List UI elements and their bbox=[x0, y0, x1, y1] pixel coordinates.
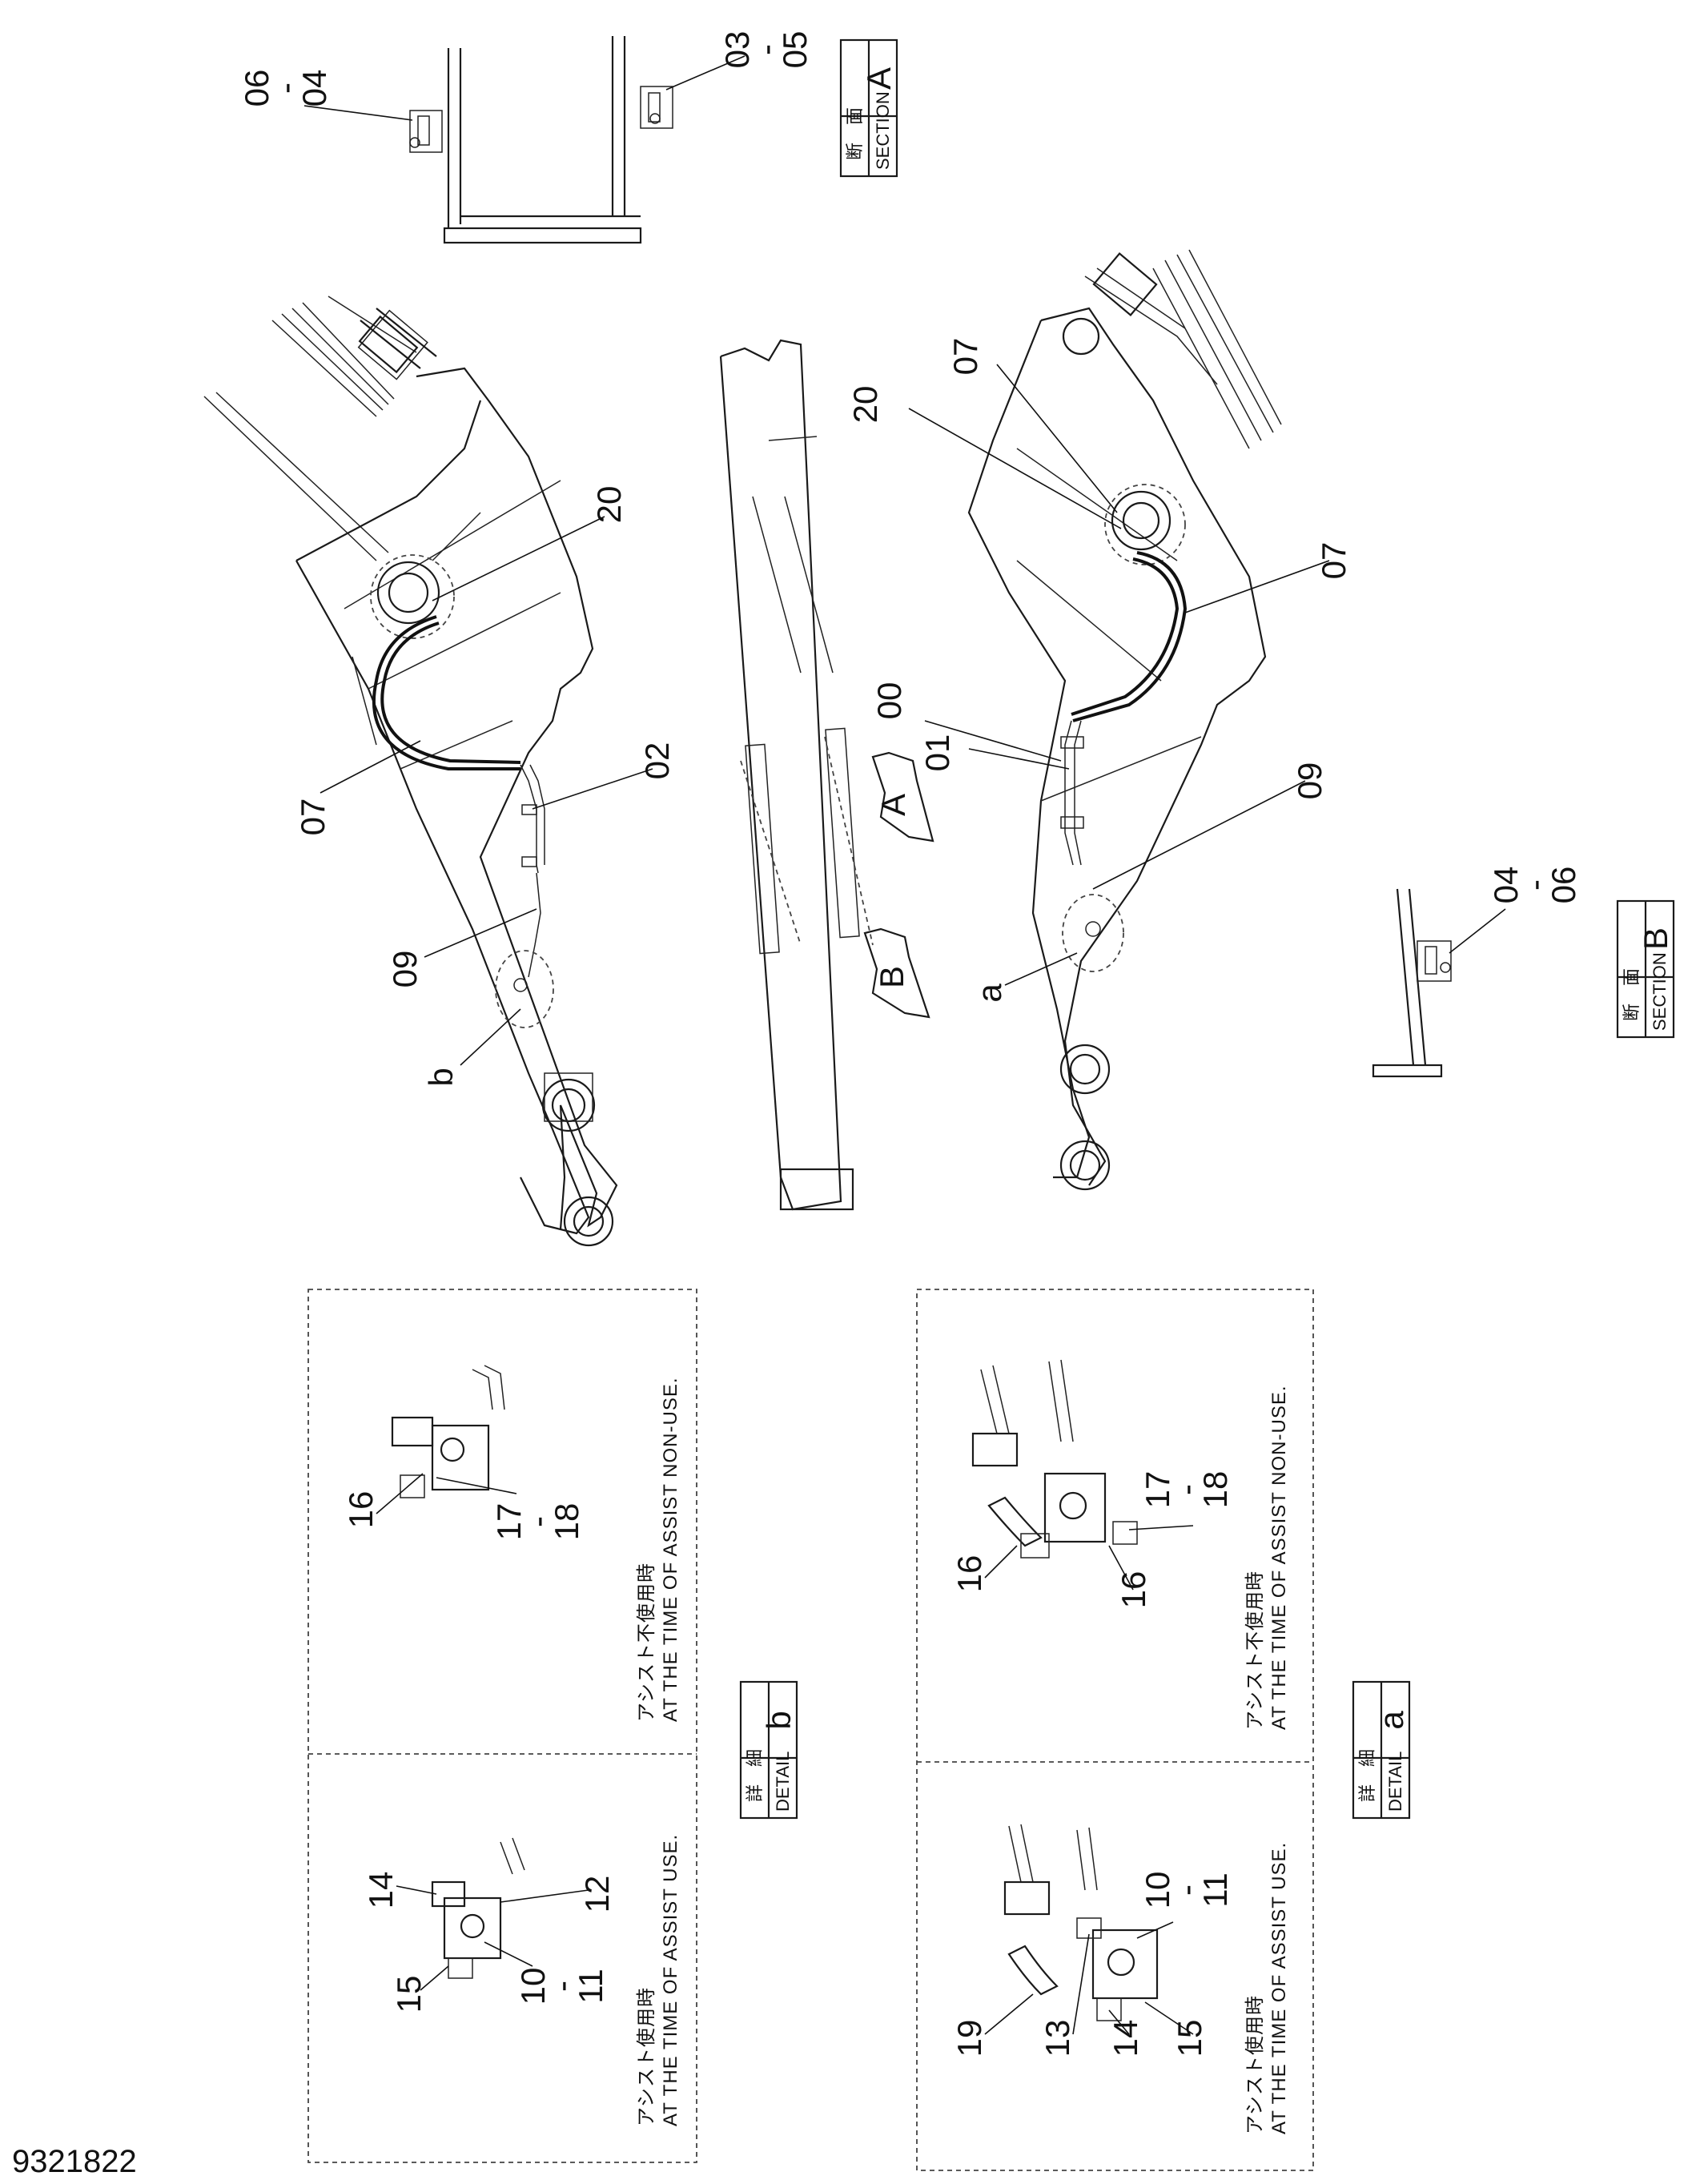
callout-detail-b-12: 12 bbox=[578, 1876, 616, 1913]
callout-detail-a-15: 15 bbox=[1171, 2020, 1208, 2057]
section-b-tag: 断 面 SECTION B bbox=[1616, 899, 1675, 1039]
svg-text:04: 04 bbox=[295, 70, 333, 107]
callout-detail-a-16-right: 16 bbox=[1115, 1571, 1152, 1609]
section-b-kanji: 断 面 bbox=[1622, 968, 1642, 1021]
detail-b-use-note-jp: アシスト使用時 bbox=[636, 1987, 657, 2126]
svg-text:17: 17 bbox=[490, 1503, 528, 1541]
callout-sec-a-left: 06 - 04 bbox=[238, 70, 333, 107]
detail-a-tag: 詳 細 DETAIL a bbox=[1352, 1680, 1411, 1820]
callout-detail-b-14: 14 bbox=[362, 1872, 400, 1909]
svg-text:05: 05 bbox=[776, 31, 814, 69]
clamp-left bbox=[409, 110, 443, 153]
callout-detail-a-10-11: 10 - 11 bbox=[1139, 1872, 1234, 1909]
callout-upper-02: 02 bbox=[638, 742, 676, 780]
section-b-letter: B bbox=[1637, 927, 1674, 950]
detail-b-nonuse-note-jp: アシスト不使用時 bbox=[636, 1563, 657, 1722]
detail-a-use-note-en: AT THE TIME OF ASSIST USE. bbox=[1268, 1842, 1290, 2134]
svg-text:18: 18 bbox=[1196, 1471, 1234, 1509]
section-b-view bbox=[1372, 888, 1506, 1078]
section-a-view bbox=[303, 36, 745, 244]
callout-lower-01: 01 bbox=[918, 734, 956, 772]
svg-text:04: 04 bbox=[1487, 867, 1525, 904]
svg-text:06: 06 bbox=[1545, 867, 1582, 904]
detail-a-use-assembly bbox=[984, 1824, 1194, 2035]
detail-a-label: DETAIL bbox=[1385, 1752, 1405, 1812]
document-number: 9321822 bbox=[12, 2144, 137, 2179]
callout-upper-07: 07 bbox=[294, 798, 332, 836]
detail-b-use-note-en: AT THE TIME OF ASSIST USE. bbox=[660, 1834, 681, 2126]
svg-text:17: 17 bbox=[1139, 1471, 1176, 1509]
callout-lower-09: 09 bbox=[1291, 762, 1328, 800]
detail-b-use-assembly bbox=[396, 1837, 589, 1991]
detail-a-nonuse-note-jp: アシスト不使用時 bbox=[1244, 1571, 1266, 1730]
section-a-letter: A bbox=[860, 67, 898, 90]
detail-a-kanji: 詳 細 bbox=[1357, 1749, 1377, 1802]
clamp-right bbox=[640, 86, 673, 129]
section-b-label: SECTION bbox=[1650, 952, 1670, 1031]
callout-lower-a: a bbox=[971, 983, 1008, 1003]
svg-text:03: 03 bbox=[718, 31, 756, 69]
callout-detail-a-13: 13 bbox=[1039, 2020, 1076, 2057]
callout-lower-07-top: 07 bbox=[946, 338, 984, 376]
boom-side-view bbox=[719, 339, 934, 1211]
callout-upper-20: 20 bbox=[590, 486, 628, 524]
callout-upper-b: b bbox=[422, 1068, 460, 1086]
callout-lower-00: 00 bbox=[870, 682, 908, 720]
detail-a-use-note-jp: アシスト使用時 bbox=[1244, 1995, 1266, 2134]
detail-a-nonuse-assembly bbox=[971, 1359, 1194, 1591]
svg-text:10: 10 bbox=[514, 1968, 552, 2005]
detail-a-nonuse-note-en: AT THE TIME OF ASSIST NON-USE. bbox=[1268, 1385, 1290, 1730]
callout-detail-b-16: 16 bbox=[342, 1491, 380, 1529]
svg-text:11: 11 bbox=[1196, 1872, 1234, 1908]
callout-detail-a-19: 19 bbox=[950, 2020, 988, 2057]
callout-lower-07-right: 07 bbox=[1315, 542, 1352, 580]
detail-b-kanji: 詳 細 bbox=[745, 1749, 765, 1802]
detail-b-label: DETAIL bbox=[773, 1752, 793, 1812]
svg-text:-: - bbox=[1167, 1484, 1205, 1495]
section-a-label: SECTION bbox=[873, 91, 893, 170]
svg-text:-: - bbox=[543, 1981, 581, 1992]
svg-text:-: - bbox=[1167, 1884, 1205, 1896]
callout-detail-b-10-11: 10 - 11 bbox=[514, 1968, 609, 2005]
svg-text:-: - bbox=[267, 82, 304, 94]
detail-b-nonuse-note-en: AT THE TIME OF ASSIST NON-USE. bbox=[660, 1377, 681, 1722]
detail-b-letter: b bbox=[760, 1711, 798, 1729]
section-a-tag: 断 面 SECTION A bbox=[839, 38, 898, 178]
svg-text:-: - bbox=[519, 1516, 557, 1527]
view-arrow-a-label: A bbox=[874, 794, 912, 816]
section-a-kanji: 断 面 bbox=[845, 107, 865, 160]
callout-detail-b-15: 15 bbox=[390, 1976, 428, 2013]
callout-upper-09: 09 bbox=[386, 951, 424, 988]
callout-sec-b: 04 - 06 bbox=[1487, 867, 1582, 904]
view-arrow-b-label: B bbox=[873, 966, 910, 988]
svg-text:06: 06 bbox=[238, 70, 275, 107]
callout-detail-a-17-18: 17 - 18 bbox=[1139, 1471, 1234, 1509]
callout-detail-b-17-18: 17 - 18 bbox=[490, 1503, 585, 1541]
upper-boom bbox=[203, 296, 653, 1247]
callout-detail-a-14: 14 bbox=[1107, 2020, 1144, 2057]
detail-b-nonuse-assembly bbox=[376, 1365, 517, 1514]
svg-text:-: - bbox=[1516, 879, 1553, 891]
detail-b-frame bbox=[307, 1289, 697, 2163]
detail-b-tag: 詳 細 DETAIL b bbox=[739, 1680, 798, 1820]
callout-sec-a-right: 03 - 05 bbox=[718, 31, 814, 69]
svg-text:-: - bbox=[747, 44, 785, 55]
callout-lower-20: 20 bbox=[846, 386, 884, 424]
svg-text:18: 18 bbox=[548, 1503, 585, 1541]
callout-detail-a-16-left: 16 bbox=[950, 1555, 988, 1593]
svg-text:11: 11 bbox=[572, 1969, 609, 2004]
detail-a-letter: a bbox=[1372, 1711, 1410, 1730]
detail-a-frame bbox=[916, 1289, 1314, 2171]
lower-boom bbox=[908, 249, 1330, 1191]
svg-text:10: 10 bbox=[1139, 1872, 1176, 1909]
